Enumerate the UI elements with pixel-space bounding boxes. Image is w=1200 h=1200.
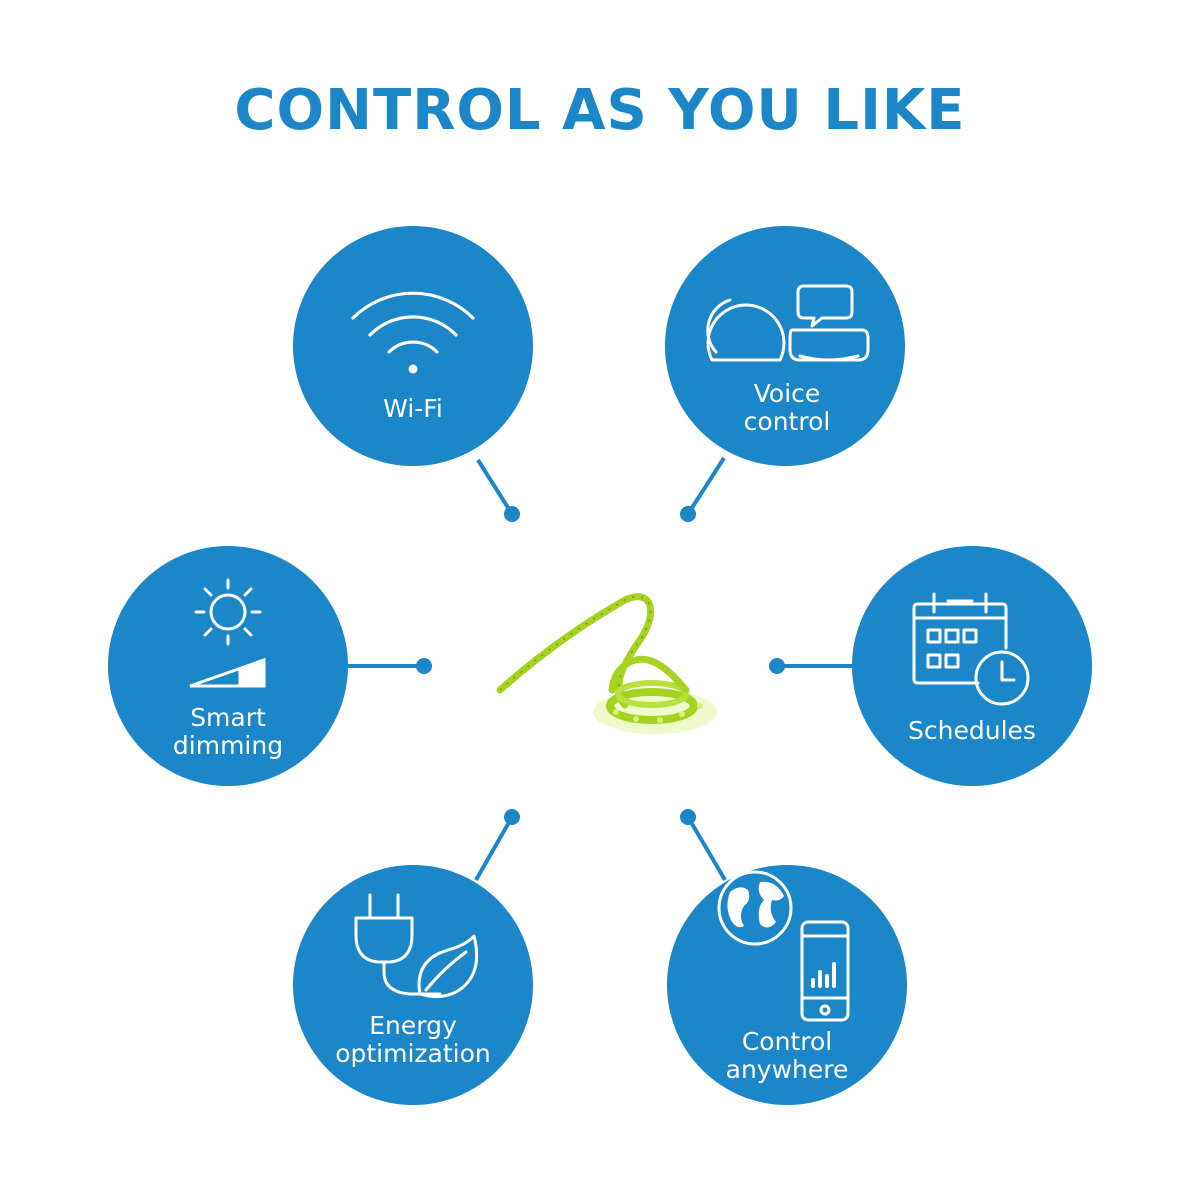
calendar-clock-icon <box>912 592 1030 706</box>
connector-dot-energy <box>504 809 520 825</box>
connector-dot-voice <box>680 506 696 522</box>
wifi-icon <box>351 291 475 374</box>
sun-dimmer-icon <box>189 578 266 688</box>
led-strip-image <box>496 593 717 734</box>
feature-label-schedules-line-1: Schedules <box>908 716 1036 745</box>
connectors <box>345 456 855 882</box>
smart-speaker-icon <box>706 284 870 362</box>
feature-energy: Energy optimization <box>293 865 533 1105</box>
feature-label-energy-line-1: Energy <box>369 1011 457 1040</box>
feature-label-wifi-line-1: Wi-Fi <box>383 394 443 423</box>
feature-anywhere: Control anywhere <box>667 865 907 1105</box>
globe-phone-icon <box>717 870 850 1022</box>
connector-anywhere <box>686 815 727 882</box>
connector-dot-anywhere <box>680 809 696 825</box>
connector-wifi <box>476 458 514 516</box>
feature-wifi: Wi-Fi <box>293 226 533 466</box>
feature-label-voice-line-1: Voice <box>754 379 821 408</box>
page-title: CONTROL AS YOU LIKE <box>234 78 966 143</box>
connector-dot-schedules <box>769 658 785 674</box>
feature-label-energy-line-2: optimization <box>335 1039 491 1068</box>
feature-voice: Voice control <box>665 226 905 466</box>
connector-energy <box>474 816 514 881</box>
feature-label-voice-line-2: control <box>744 407 831 436</box>
feature-label-anywhere-line-1: Control <box>742 1027 832 1056</box>
feature-label-dimming-line-2: dimming <box>173 731 283 760</box>
feature-label-dimming-line-1: Smart <box>190 703 266 732</box>
connector-dot-dimming <box>416 658 432 674</box>
feature-label-anywhere-line-2: anywhere <box>726 1055 849 1084</box>
connector-voice <box>686 456 726 516</box>
plug-leaf-icon <box>354 893 479 999</box>
connector-dot-wifi <box>504 506 520 522</box>
feature-schedules: Schedules <box>852 546 1092 786</box>
feature-dimming: Smart dimming <box>108 546 348 786</box>
